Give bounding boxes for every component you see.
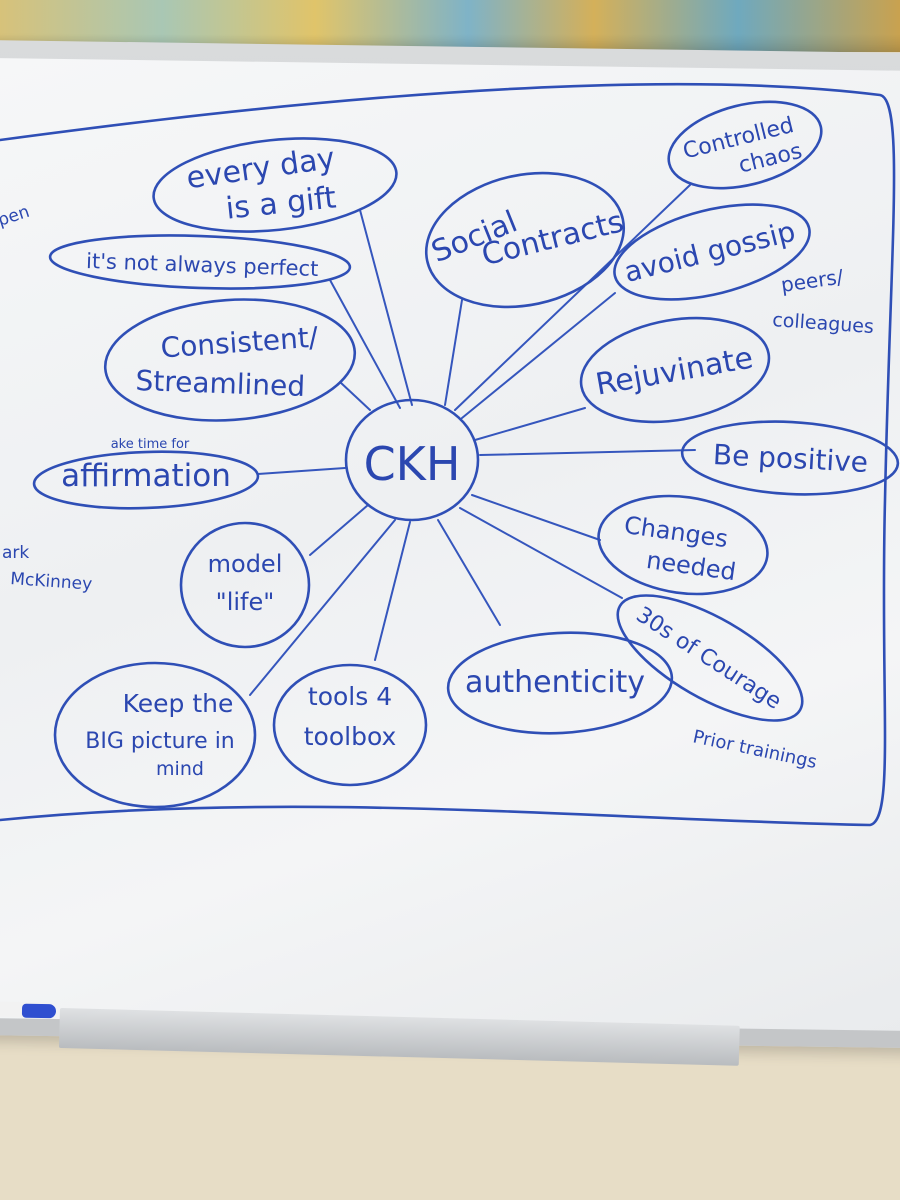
bubble-social xyxy=(424,171,626,309)
spoke-be-positive xyxy=(479,449,696,456)
bubble-tools xyxy=(272,663,428,787)
bubble-center xyxy=(344,398,480,522)
bubble-rejuvinate xyxy=(579,316,771,424)
bubble-courage xyxy=(616,594,804,722)
peers-line-1: peers/ xyxy=(779,264,845,297)
spoke-social xyxy=(444,299,463,406)
spoke-changes xyxy=(471,494,601,541)
spoke-every-day xyxy=(359,209,413,406)
spokes xyxy=(249,184,696,696)
bubbles xyxy=(32,100,900,809)
prior-trainings-note: Prior trainings xyxy=(691,726,819,773)
spoke-controlled xyxy=(454,184,691,411)
be-positive-label: Be positive xyxy=(712,438,869,479)
bubble-authenticity xyxy=(446,631,674,735)
peers-line-2: colleagues xyxy=(772,309,875,338)
bubble-controlled xyxy=(667,100,823,190)
model-line-1: model xyxy=(208,550,283,578)
bubble-big-picture xyxy=(53,661,257,809)
bubble-affirmation xyxy=(32,450,260,510)
spoke-model xyxy=(309,504,369,556)
spoke-authenticity xyxy=(437,519,501,626)
bubble-consistent xyxy=(103,298,357,422)
not-perfect-label: it's not always perfect xyxy=(86,249,319,281)
spoke-rejuvinate xyxy=(474,407,586,441)
bubble-be-positive xyxy=(680,420,900,496)
rejuvinate-label: Rejuvinate xyxy=(593,341,756,403)
pen-note: pen xyxy=(0,202,32,231)
bubble-avoid-gossip xyxy=(613,203,811,301)
boundary-loop xyxy=(0,83,896,827)
big-picture-line-3: mind xyxy=(156,758,204,780)
mark-line-2: McKinney xyxy=(10,569,93,595)
spoke-affirmation xyxy=(257,467,346,475)
courage-label: 30s of Courage xyxy=(632,602,786,714)
changes-line-1: Changes xyxy=(622,511,729,553)
spoke-not-perfect xyxy=(329,279,401,409)
bubble-every-day xyxy=(152,137,398,233)
big-picture-line-1: Keep the xyxy=(123,689,234,718)
mark-line-1: ark xyxy=(2,543,29,563)
spoke-courage xyxy=(459,507,623,599)
authenticity-label: authenticity xyxy=(465,665,645,700)
affirmation-note: ake time for xyxy=(111,437,190,452)
big-picture-line-2: BIG picture in xyxy=(85,729,235,754)
consistent-line-1: Consistent/ xyxy=(160,321,320,365)
spoke-tools xyxy=(374,521,411,661)
consistent-line-2: Streamlined xyxy=(135,364,306,403)
tools-line-2: toolbox xyxy=(304,722,397,751)
center-label: CKH xyxy=(364,437,461,491)
bubble-changes xyxy=(597,494,769,596)
affirmation-label: affirmation xyxy=(61,458,231,494)
bubble-model xyxy=(179,521,311,649)
spoke-big-picture xyxy=(249,519,396,696)
tools-line-1: tools 4 xyxy=(308,682,392,711)
spoke-consistent xyxy=(339,381,371,411)
bubble-not-perfect xyxy=(48,234,352,290)
model-line-2: "life" xyxy=(216,588,275,616)
spoke-avoid-gossip xyxy=(461,292,616,419)
